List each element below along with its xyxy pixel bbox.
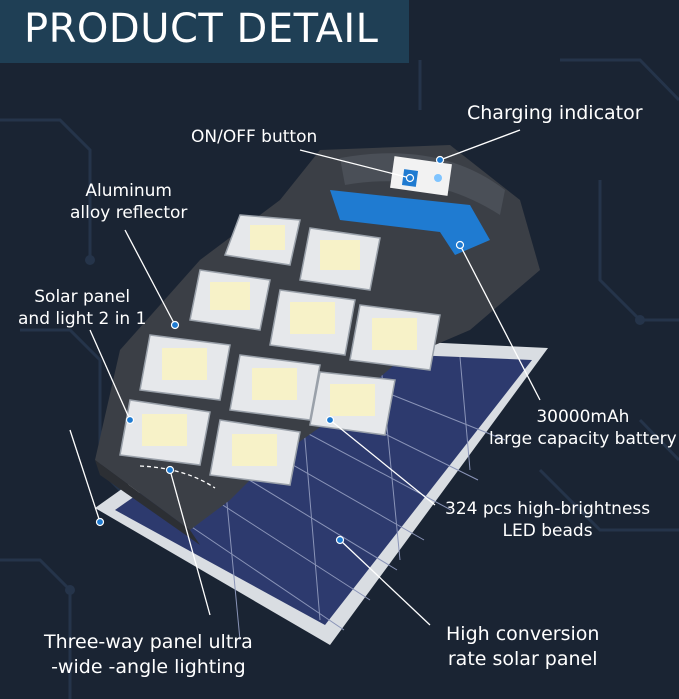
callout-text-line: large capacity battery — [489, 429, 677, 449]
mount-handle — [330, 190, 490, 255]
page-title: PRODUCT DETAIL — [24, 6, 379, 52]
callout-text-line: 30000mAh — [536, 407, 630, 427]
callout-text-line: Solar panel — [34, 287, 131, 307]
callout-charging-indicator: Charging indicator — [467, 101, 643, 126]
callout-text-line: rate solar panel — [447, 648, 598, 670]
callout-text: ON/OFF button — [191, 127, 318, 147]
title-bar: PRODUCT DETAIL — [0, 0, 409, 63]
callout-aluminum-reflector: Aluminum alloy reflector — [70, 180, 187, 224]
callout-on-off-button: ON/OFF button — [191, 126, 317, 148]
leader-lines — [69, 129, 541, 626]
callout-battery: 30000mAh large capacity battery — [489, 406, 677, 450]
callout-text-line: Three-way panel ultra — [44, 631, 253, 653]
callout-text-line: and light 2 in 1 — [18, 309, 147, 329]
callout-text-line: -wide -angle lighting — [51, 656, 246, 678]
callout-three-way-panel: Three-way panel ultra -wide -angle light… — [44, 630, 253, 680]
callout-led-beads: 324 pcs high-brightness LED beads — [445, 498, 650, 542]
callout-solar-conversion: High conversion rate solar panel — [446, 622, 599, 672]
callout-text-line: High conversion — [446, 623, 600, 645]
callout-solar-panel-light: Solar panel and light 2 in 1 — [18, 286, 146, 330]
callout-text: Charging indicator — [467, 102, 643, 124]
callout-text-line: alloy reflector — [70, 203, 188, 223]
callout-text-line: LED beads — [502, 521, 593, 541]
callout-text-line: Aluminum — [85, 181, 172, 201]
callout-text-line: 324 pcs high-brightness — [445, 499, 651, 519]
callout-dots — [95, 155, 465, 545]
led-modules — [119, 214, 441, 486]
